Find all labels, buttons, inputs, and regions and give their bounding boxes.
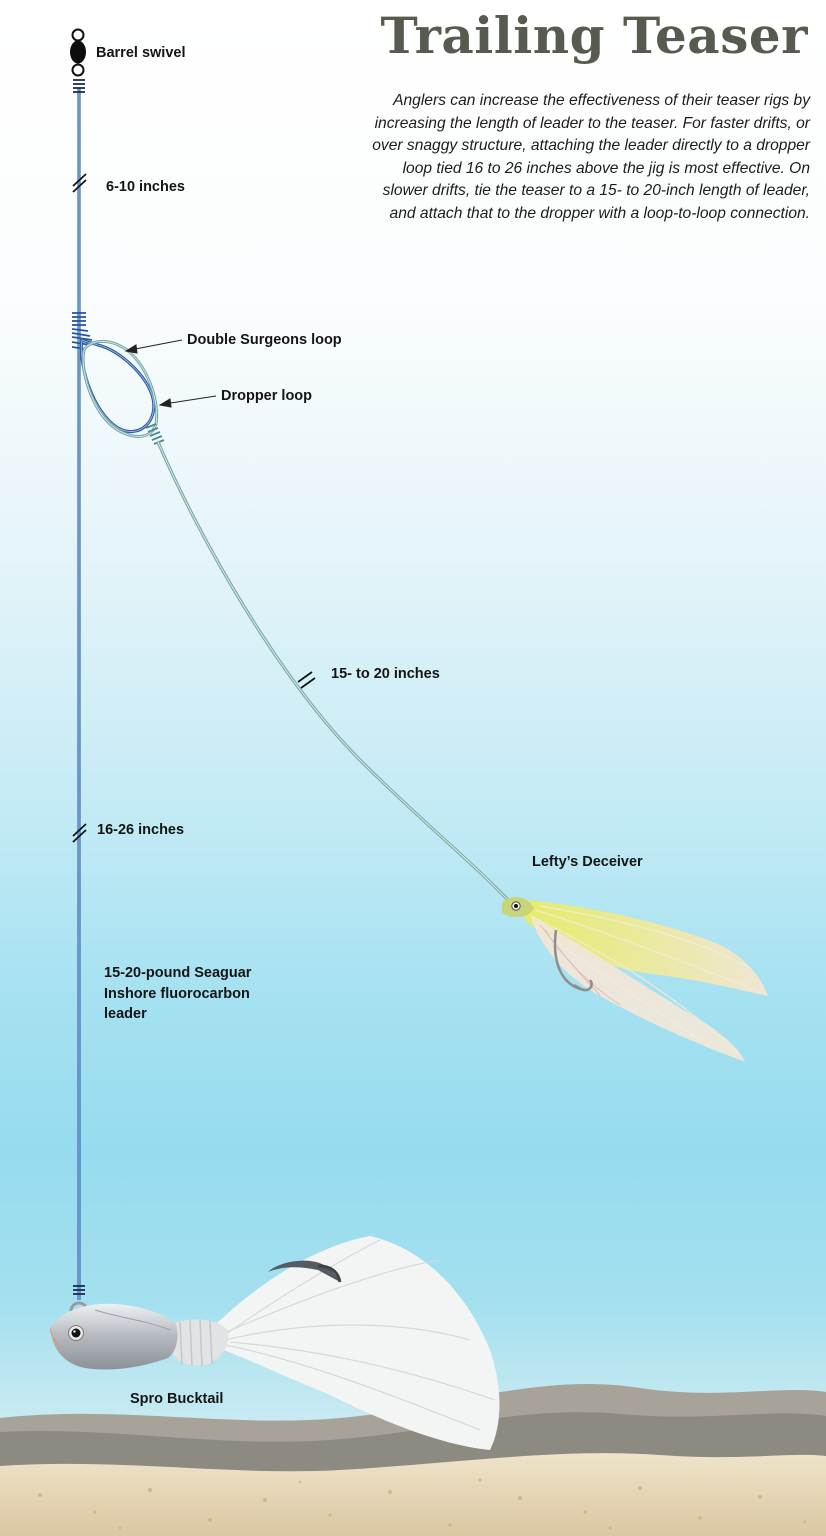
deceiver-fly-icon [502,896,768,1062]
teaser-leader-line [156,441,512,904]
dropper-loop-icon [79,337,156,434]
page-title: Trailing Teaser [380,6,808,65]
knot-wraps-top [73,79,85,93]
description-text: Anglers can increase the effectiveness o… [372,92,810,222]
jig-eye-wraps [73,1285,85,1295]
label-teaser-fly: Lefty’s Deceiver [532,854,643,870]
label-main-length: 16-26 inches [97,822,185,838]
length-break-icon [72,173,316,843]
sand-grains [38,1478,807,1530]
barrel-swivel-icon [70,28,86,77]
label-barrel-swivel: Barrel swivel [96,45,186,61]
label-jig: Spro Bucktail [130,1391,224,1407]
sand-layer [0,1453,826,1536]
label-leader-line: 15-20-pound Seaguar Inshore fluorocarbon… [104,965,252,1022]
seabed [0,1383,826,1536]
label-top-length: 6-10 inches [106,179,185,195]
label-teaser-length: 15- to 20 inches [331,666,440,682]
label-pointers [124,339,217,408]
bucktail-jig-icon [50,1236,500,1450]
label-double-surgeons-loop: Double Surgeons loop [187,332,342,348]
label-dropper-loop: Dropper loop [221,388,313,404]
